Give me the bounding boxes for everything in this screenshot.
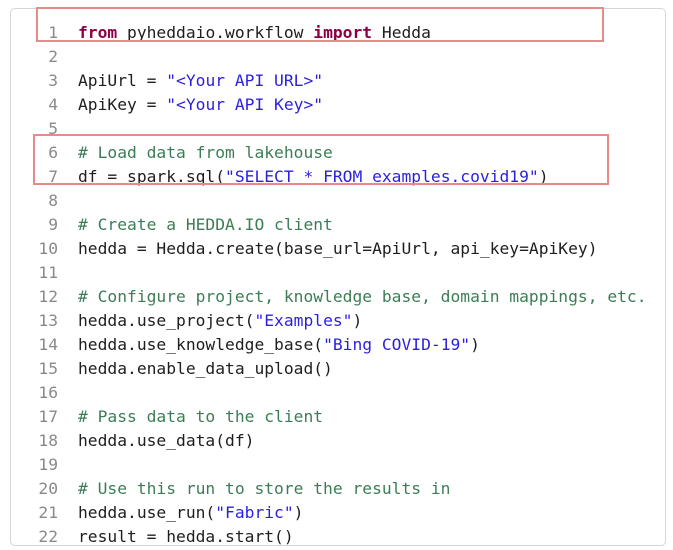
token-string: "Bing COVID-19" (323, 335, 471, 354)
line-code: df = spark.sql("SELECT * FROM examples.c… (78, 165, 549, 189)
line-code: # Load data from lakehouse (78, 141, 333, 165)
highlight-box-import (36, 7, 604, 42)
code-line: 8 (11, 189, 647, 213)
token-string: "<Your API Key>" (166, 95, 324, 114)
code-line: 2 (11, 45, 647, 69)
code-line: 21 hedda.use_run("Fabric") (11, 501, 647, 525)
code-line: 6 # Load data from lakehouse (11, 141, 647, 165)
line-number: 15 (38, 359, 58, 378)
line-code: result = hedda.start() (78, 525, 294, 549)
line-number: 22 (38, 527, 58, 546)
code-line: 9 # Create a HEDDA.IO client (11, 213, 647, 237)
line-number: 11 (38, 263, 58, 282)
line-number: 10 (38, 239, 58, 258)
line-number: 14 (38, 335, 58, 354)
line-code: hedda.use_run("Fabric") (78, 501, 303, 525)
line-number: 8 (48, 191, 58, 210)
token-string: "Fabric" (215, 503, 294, 522)
code-line: 20 # Use this run to store the results in (11, 477, 647, 501)
code-line: 11 (11, 261, 647, 285)
line-number: 20 (38, 479, 58, 498)
code-line: 14 hedda.use_knowledge_base("Bing COVID-1… (11, 333, 647, 357)
token-text: pyheddaio.workflow (117, 23, 314, 42)
line-number: 4 (48, 95, 58, 114)
line-number: 13 (38, 311, 58, 330)
token-comment: # Use this run to store the results in (78, 479, 451, 498)
line-code: hedda.use_knowledge_base("Bing COVID-19"… (78, 333, 480, 357)
line-number: 6 (48, 143, 58, 162)
highlight-box-load-data (33, 134, 609, 185)
line-number: 19 (38, 455, 58, 474)
line-number: 16 (38, 383, 58, 402)
line-code: ApiUrl = "<Your API URL>" (78, 69, 323, 93)
code-line: 18 hedda.use_data(df) (11, 429, 647, 453)
token-text: ApiKey = (78, 95, 167, 114)
token-text: hedda.use_project( (78, 311, 255, 330)
line-number: 9 (48, 215, 58, 234)
token-comment: # Configure project, knowledge base, dom… (78, 287, 647, 306)
token-text: ) (352, 311, 363, 330)
code-line: 17 # Pass data to the client (11, 405, 647, 429)
code-line: 13 hedda.use_project("Examples") (11, 309, 647, 333)
line-number: 7 (48, 167, 58, 186)
line-code: from pyheddaio.workflow import Hedda (78, 21, 431, 45)
line-code: hedda.use_data(df) (78, 429, 254, 453)
token-string: "SELECT * FROM examples.covid19" (225, 167, 539, 186)
line-code: hedda.enable_data_upload() (78, 357, 333, 381)
line-number: 3 (48, 71, 58, 90)
token-keyword: import (313, 23, 373, 42)
line-number: 5 (48, 119, 58, 138)
token-string: "<Your API URL>" (166, 71, 324, 90)
code-line: 10 hedda = Hedda.create(base_url=ApiUrl, … (11, 237, 647, 261)
line-number: 12 (38, 287, 58, 306)
token-string: "Examples" (254, 311, 353, 330)
code-line: 1 from pyheddaio.workflow import Hedda (11, 21, 647, 45)
code-line: 19 (11, 453, 647, 477)
line-number: 1 (48, 23, 58, 42)
code-line: 5 (11, 117, 647, 141)
code-line: 3 ApiUrl = "<Your API URL>" (11, 69, 647, 93)
line-code: # Pass data to the client (78, 405, 323, 429)
token-comment: # Load data from lakehouse (78, 143, 333, 162)
token-text: hedda.use_data(df) (78, 431, 255, 450)
code-line: 15 hedda.enable_data_upload() (11, 357, 647, 381)
line-code: # Configure project, knowledge base, dom… (78, 285, 647, 309)
line-code: hedda.use_project("Examples") (78, 309, 362, 333)
token-text: ApiUrl = (78, 71, 167, 90)
token-comment: # Pass data to the client (78, 407, 324, 426)
code-line: 7 df = spark.sql("SELECT * FROM examples.… (11, 165, 647, 189)
token-text: df = spark.sql( (78, 167, 226, 186)
token-keyword: from (78, 23, 118, 42)
token-text: Hedda (372, 23, 431, 42)
token-text: ) (470, 335, 480, 354)
token-comment: # Create a HEDDA.IO client (78, 215, 333, 234)
line-code: hedda = Hedda.create(base_url=ApiUrl, ap… (78, 237, 598, 261)
line-number: 21 (38, 503, 58, 522)
token-text: ) (538, 167, 549, 186)
line-code: ApiKey = "<Your API Key>" (78, 93, 323, 117)
token-text: hedda.enable_data_upload() (78, 359, 333, 378)
token-text: ) (293, 503, 304, 522)
token-text: hedda = Hedda.create(base_url=ApiUrl, ap… (78, 239, 598, 258)
line-number: 2 (48, 47, 58, 66)
code-line: 4 ApiKey = "<Your API Key>" (11, 93, 647, 117)
line-number: 17 (38, 407, 58, 426)
token-text: result = hedda.start() (78, 527, 294, 546)
code-line: 22 result = hedda.start() (11, 525, 647, 549)
line-code: # Create a HEDDA.IO client (78, 213, 333, 237)
line-code: # Use this run to store the results in (78, 477, 450, 501)
code-line: 12 # Configure project, knowledge base, d… (11, 285, 647, 309)
token-text: hedda.use_knowledge_base( (78, 335, 324, 354)
code-line: 16 (11, 381, 647, 405)
line-number: 18 (38, 431, 58, 450)
token-text: hedda.use_run( (78, 503, 216, 522)
